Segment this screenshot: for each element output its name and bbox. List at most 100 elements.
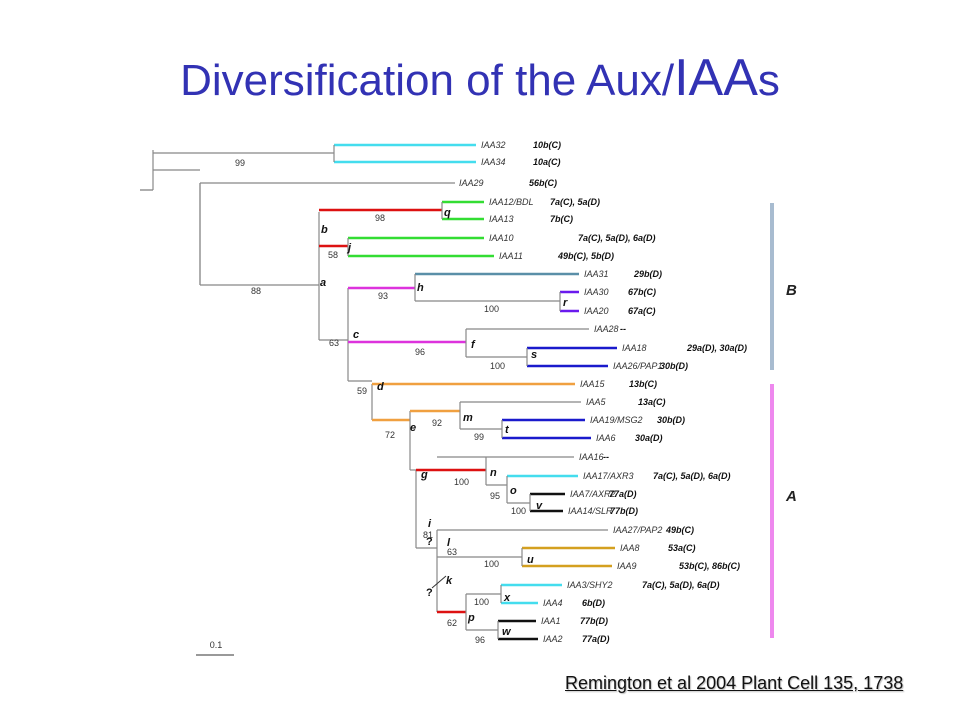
leaf-label: IAA14/SLR <box>568 506 613 516</box>
leaf-label: IAA26/PAP1 <box>613 361 662 371</box>
leaf-label: IAA1 <box>541 616 561 626</box>
leaf-label: IAA18 <box>622 343 647 353</box>
node-label: x <box>503 592 511 604</box>
node-label: f <box>471 339 476 351</box>
leaf-location: 77b(D) <box>580 616 608 626</box>
bootstrap-value: 63 <box>329 338 339 348</box>
bootstrap-value: 95 <box>490 491 500 501</box>
leaf-location: 7a(C), 5a(D), 6a(D) <box>642 580 720 590</box>
leaf-label: IAA10 <box>489 233 514 243</box>
bootstrap-value: 100 <box>490 361 505 371</box>
bootstrap-value: 93 <box>378 291 388 301</box>
bootstrap-value: 100 <box>454 477 469 487</box>
bootstrap-value: 100 <box>484 559 499 569</box>
leaf-location: 77a(D) <box>582 634 610 644</box>
leaf-label: IAA34 <box>481 157 506 167</box>
bootstrap-value: 59 <box>357 386 367 396</box>
bootstrap-value: 98 <box>375 213 385 223</box>
node-label: n <box>490 467 497 479</box>
leaf-location: 53a(C) <box>668 543 696 553</box>
leaf-location: 29a(D), 30a(D) <box>686 343 747 353</box>
node-label: c <box>353 329 359 341</box>
bootstrap-value: 96 <box>415 347 425 357</box>
leaf-label: IAA9 <box>617 561 637 571</box>
leaf-location: 67a(C) <box>628 306 656 316</box>
node-label: j <box>346 242 352 254</box>
node-label: p <box>467 612 475 624</box>
leaf-label: IAA32 <box>481 140 506 150</box>
leaf-label: IAA31 <box>584 269 609 279</box>
node-label: s <box>531 349 537 361</box>
leaf-location: 7a(C), 5a(D), 6a(D) <box>653 471 731 481</box>
bootstrap-value: 81 <box>423 530 433 540</box>
leaf-location: 7b(C) <box>550 214 573 224</box>
node-label: u <box>527 554 534 566</box>
bootstrap-value: 100 <box>511 506 526 516</box>
leaf-label: IAA7/AXR2 <box>570 489 616 499</box>
citation-link[interactable]: Remington et al 2004 Plant Cell 135, 173… <box>565 673 904 693</box>
bootstrap-value: 100 <box>484 304 499 314</box>
node-label: w <box>502 626 512 638</box>
leaf-location: 49b(C), 5b(D) <box>557 251 614 261</box>
leaf-label: IAA19/MSG2 <box>590 415 643 425</box>
leaf-location: 77a(D) <box>609 489 637 499</box>
node-label: r <box>563 297 568 309</box>
leaf-location: 7a(C), 5a(D), 6a(D) <box>578 233 656 243</box>
leaf-label: IAA27/PAP2 <box>613 525 662 535</box>
node-label: a <box>320 277 326 289</box>
leaf-label: IAA3/SHY2 <box>567 580 613 590</box>
leaf-label: IAA8 <box>620 543 640 553</box>
leaf-label: IAA4 <box>543 598 563 608</box>
bootstrap-value: 92 <box>432 418 442 428</box>
leaf-label: IAA6 <box>596 433 616 443</box>
leaf-location: 13b(C) <box>629 379 657 389</box>
leaf-label: IAA13 <box>489 214 514 224</box>
leaf-location: 7a(C), 5a(D) <box>550 197 600 207</box>
leaf-location: -- <box>620 324 626 334</box>
leaf-location: 30a(D) <box>635 433 663 443</box>
leaf-location: 49b(C) <box>665 525 694 535</box>
node-label: b <box>321 224 328 236</box>
leaf-label: IAA5 <box>586 397 607 407</box>
leaf-location: 13a(C) <box>638 397 666 407</box>
leaf-location: 67b(C) <box>628 287 656 297</box>
leaf-label: IAA28 <box>594 324 619 334</box>
leaf-location: 30b(D) <box>657 415 685 425</box>
group-label-b: B <box>786 282 797 299</box>
node-label: t <box>505 424 510 436</box>
node-label: l <box>447 537 451 549</box>
leaf-location: 56b(C) <box>529 178 557 188</box>
node-label: o <box>510 485 517 497</box>
leaf-location: 10b(C) <box>533 140 561 150</box>
bootstrap-value: 58 <box>328 250 338 260</box>
leaf-label: IAA15 <box>580 379 606 389</box>
leaf-location: 6b(D) <box>582 598 605 608</box>
slide-title: Diversification of the Aux/IAAs <box>180 49 780 107</box>
leaf-location: -- <box>603 452 609 462</box>
scale-bar-label: 0.1 <box>210 640 223 650</box>
leaf-label: IAA17/AXR3 <box>583 471 634 481</box>
node-label: v <box>536 500 543 512</box>
node-label: k <box>446 575 453 587</box>
bootstrap-value: 99 <box>235 158 245 168</box>
node-label: ? <box>426 536 433 548</box>
leaf-label: IAA29 <box>459 178 484 188</box>
node-label: m <box>463 412 473 424</box>
node-label: i <box>428 518 432 530</box>
node-label: g <box>420 469 428 481</box>
leaf-location: 53b(C), 86b(C) <box>679 561 740 571</box>
bootstrap-value: 62 <box>447 618 457 628</box>
leaf-location: 30b(D) <box>660 361 688 371</box>
leaf-location: 10a(C) <box>533 157 561 167</box>
node-label: q <box>444 207 451 219</box>
bootstrap-value: 63 <box>447 547 457 557</box>
node-label: e <box>410 422 416 434</box>
leaf-label: IAA12/BDL <box>489 197 534 207</box>
bootstrap-value: 88 <box>251 286 261 296</box>
node-label: d <box>377 381 384 393</box>
leaf-label: IAA30 <box>584 287 609 297</box>
group-label-a: A <box>785 488 797 505</box>
bootstrap-value: 100 <box>474 597 489 607</box>
bootstrap-value: 72 <box>385 430 395 440</box>
bootstrap-value: 96 <box>475 635 485 645</box>
